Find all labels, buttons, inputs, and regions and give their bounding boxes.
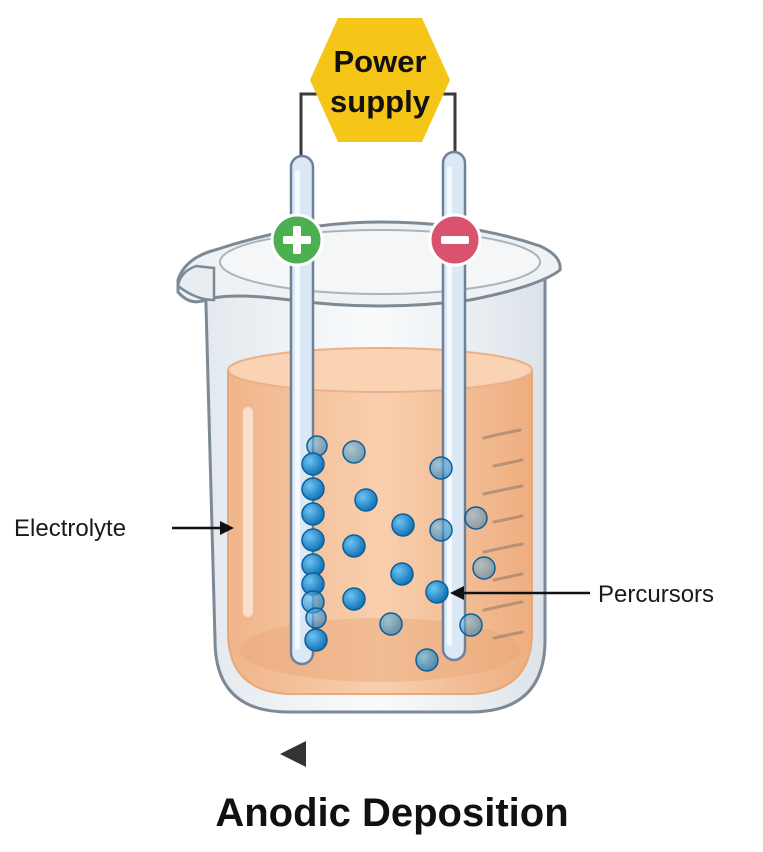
cathode-minus-icon bbox=[428, 213, 482, 267]
particle bbox=[301, 528, 325, 552]
particle bbox=[342, 587, 366, 611]
particle bbox=[429, 518, 453, 542]
anode-plus-icon bbox=[270, 213, 324, 267]
direction-arrow-head bbox=[280, 741, 306, 767]
page-title: Anodic Deposition bbox=[215, 791, 568, 835]
particle bbox=[354, 488, 378, 512]
beaker-spout bbox=[176, 264, 216, 302]
power-supply-label-line1: Power bbox=[333, 44, 426, 79]
electrolyte-surface bbox=[227, 347, 533, 393]
direction-arrow bbox=[280, 741, 502, 767]
particle bbox=[459, 613, 483, 637]
graduation-marks bbox=[482, 428, 524, 640]
particle bbox=[301, 452, 325, 476]
power-supply-label-line2: supply bbox=[330, 84, 431, 119]
electrolyte-label: Electrolyte bbox=[14, 515, 126, 542]
particle bbox=[415, 648, 439, 672]
particle bbox=[304, 628, 328, 652]
beaker-opening bbox=[219, 229, 541, 295]
electrolyte-arrow-head bbox=[220, 521, 234, 535]
particle bbox=[342, 534, 366, 558]
precursors-callout: Percursors bbox=[450, 581, 714, 608]
particle bbox=[391, 513, 415, 537]
particle bbox=[342, 440, 366, 464]
power-supply-hexagon bbox=[310, 18, 450, 142]
particle bbox=[305, 607, 327, 629]
particle bbox=[301, 502, 325, 526]
particle bbox=[464, 506, 488, 530]
particle bbox=[472, 556, 496, 580]
particle bbox=[379, 612, 403, 636]
power-supply: Power supply bbox=[310, 18, 450, 142]
particle bbox=[301, 477, 325, 501]
precursor-particles bbox=[301, 435, 496, 672]
electrolyte-callout: Electrolyte bbox=[14, 515, 234, 542]
particle bbox=[429, 456, 453, 480]
particle bbox=[390, 562, 414, 586]
precursors-arrow-head bbox=[450, 586, 464, 600]
particle bbox=[425, 580, 449, 604]
precursors-label: Percursors bbox=[598, 581, 714, 608]
